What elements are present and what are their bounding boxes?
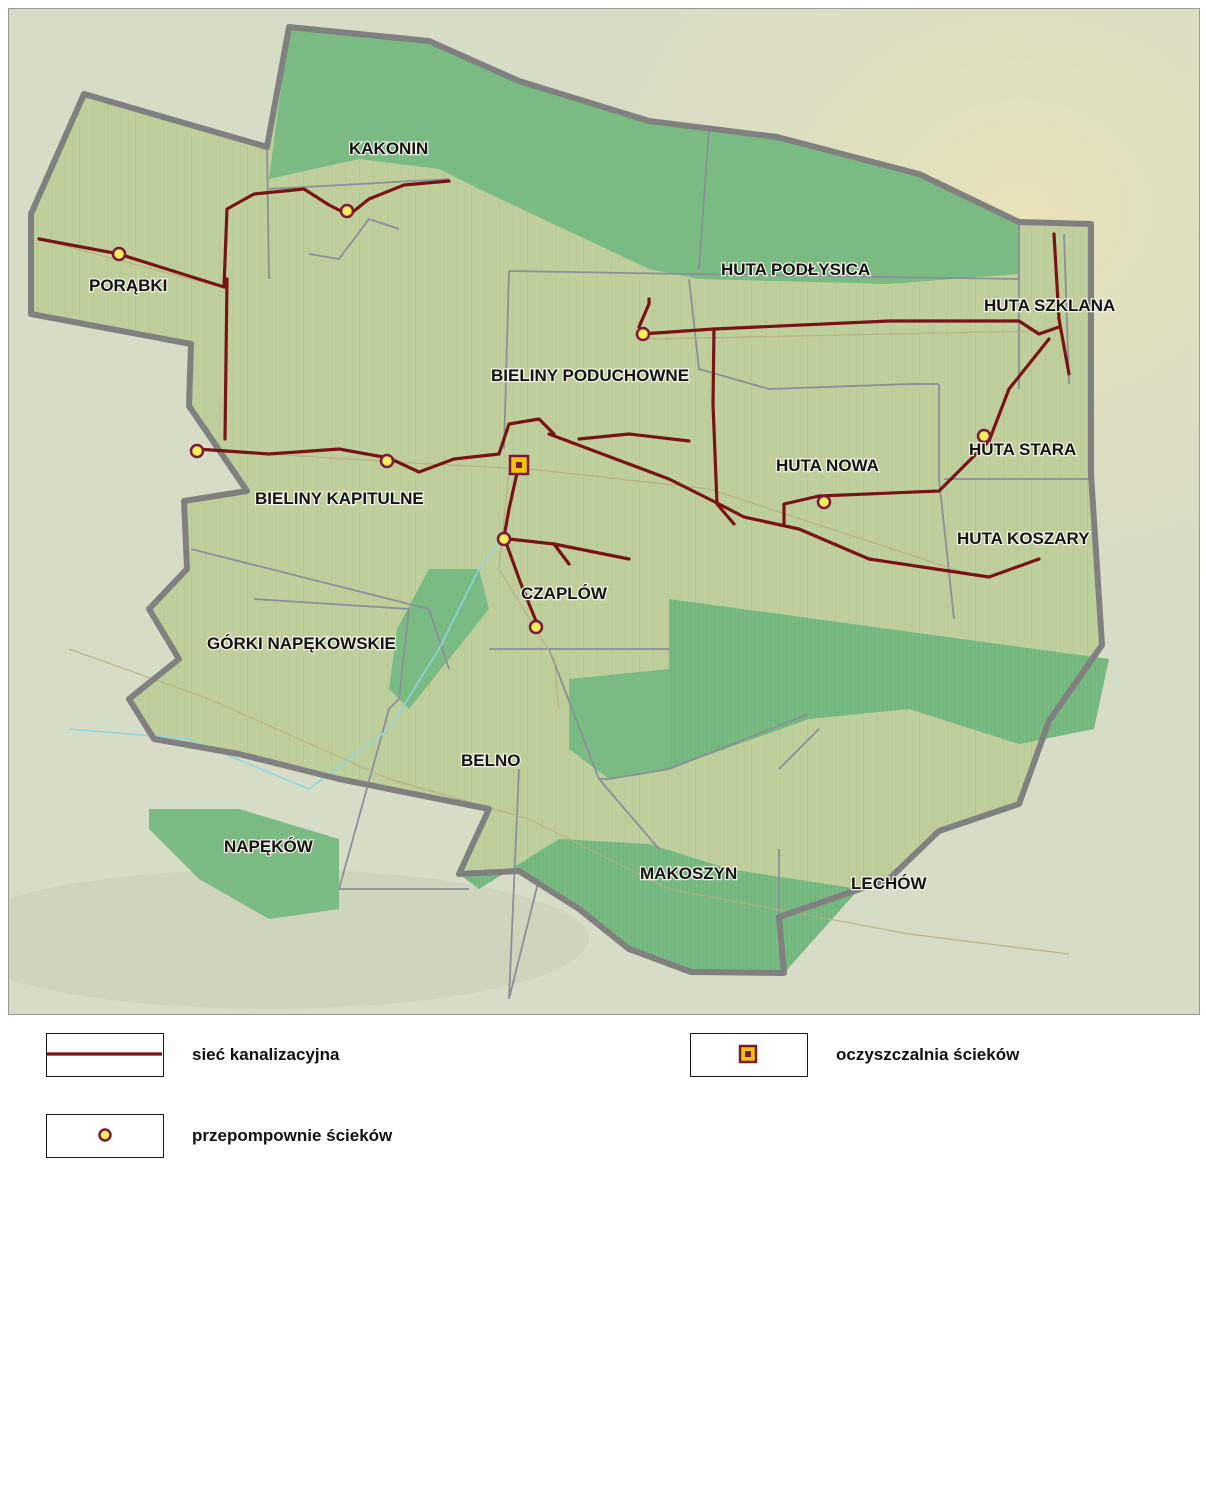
label-lechow: LECHÓW <box>851 874 928 893</box>
label-napekow: NAPĘKÓW <box>224 837 314 856</box>
label-gorki-napekowskie: GÓRKI NAPĘKOWSKIE <box>207 634 396 653</box>
sewer-line-huta-szklana-link <box>1037 325 1061 336</box>
pump-station-huta-stara <box>976 428 992 444</box>
river <box>68 528 510 790</box>
terrain-shadow <box>9 869 589 1009</box>
sewer-line-huta-nowa-trunk <box>711 327 736 526</box>
village-labels: KAKONIN PORĄBKI HUTA PODŁYSICA HUTA SZKL… <box>88 138 1117 895</box>
pump-station-bieliny-kapitulne <box>379 453 395 469</box>
sewer-line-north-branch <box>577 432 691 443</box>
sewer-line-bieliny-east <box>547 432 1041 579</box>
map-frame: KAKONIN PORĄBKI HUTA PODŁYSICA HUTA SZKL… <box>8 8 1200 1015</box>
sewer-line-huta-stara <box>987 337 1051 443</box>
sewer-line-huta-szklana <box>1052 232 1071 376</box>
legend-treatment-plant-swatch <box>690 1033 808 1077</box>
label-czaplow: CZAPLÓW <box>521 584 608 603</box>
legend-pumping-station-label: przepompownie ścieków <box>192 1126 393 1145</box>
legend-sewer-swatch <box>46 1033 164 1077</box>
legend-pumping-station-swatch <box>46 1114 164 1158</box>
map-canvas: KAKONIN PORĄBKI HUTA PODŁYSICA HUTA SZKL… <box>9 9 1199 1014</box>
pump-station-bieliny-west <box>189 443 205 459</box>
sewer-line-bieliny-kapitulne <box>195 417 556 474</box>
pump-station-czaplow-north <box>496 531 512 547</box>
sewer-line-trunk-west <box>223 277 229 441</box>
label-porabki: PORĄBKI <box>89 276 167 295</box>
label-huta-stara: HUTA STARA <box>969 440 1076 459</box>
legend-sewer-label: sieć kanalizacyjna <box>192 1045 340 1064</box>
pump-station-porabki <box>111 246 127 262</box>
pump-station-kakonin <box>339 203 355 219</box>
sewer-line-czaplow-inner <box>552 542 571 566</box>
sewer-line-kakonin <box>222 179 451 289</box>
sewer-line-huta-podlysica <box>637 297 651 329</box>
treatment-plant <box>508 454 530 476</box>
pumping-stations <box>111 203 992 635</box>
pump-station-czaplow <box>528 619 544 635</box>
label-kakonin: KAKONIN <box>349 139 428 158</box>
label-makoszyn: MAKOSZYN <box>640 864 737 883</box>
sewer-line-huta-trunk <box>639 319 1041 336</box>
label-belno: BELNO <box>461 751 521 770</box>
commune-boundary <box>28 24 1105 976</box>
pump-station-huta-podlysica <box>635 326 651 342</box>
label-huta-szklana: HUTA SZKLANA <box>984 296 1115 315</box>
label-huta-podlysica: HUTA PODŁYSICA <box>721 260 870 279</box>
village-boundaries <box>190 128 1091 1000</box>
legend-treatment-plant-label: oczyszczalnia ścieków <box>836 1045 1020 1064</box>
label-bieliny-kapitulne: BIELINY KAPITULNE <box>255 489 424 508</box>
label-huta-koszary: HUTA KOSZARY <box>957 529 1090 548</box>
label-bieliny-poduchowne: BIELINY PODUCHOWNE <box>491 366 689 385</box>
pump-station-huta-nowa <box>816 494 832 510</box>
label-huta-nowa: HUTA NOWA <box>776 456 879 475</box>
sewer-line-huta-nowa <box>782 439 991 526</box>
